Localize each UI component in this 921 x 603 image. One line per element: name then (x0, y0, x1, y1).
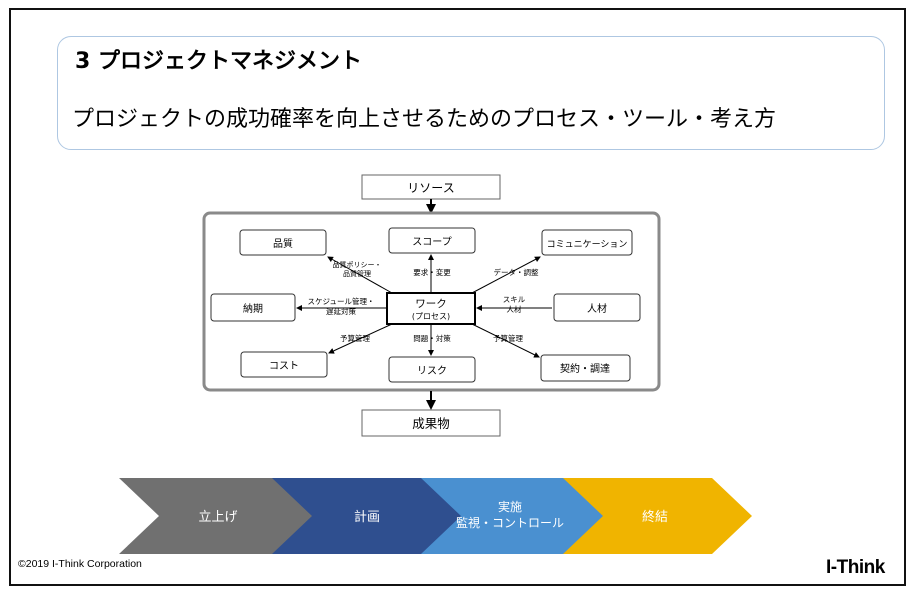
label-cost: 予算管理 (340, 333, 370, 343)
input-resource: リソース (361, 174, 501, 200)
svg-text:納期: 納期 (243, 302, 263, 315)
label-communication: データ・調整 (494, 267, 539, 277)
phase-close-label: 終結 (642, 509, 668, 525)
label-delivery-2: 遅延対策 (326, 306, 356, 316)
label-hr-2: 人材 (507, 304, 522, 314)
node-risk: リスク (388, 356, 476, 383)
output-label: 成果物 (412, 416, 450, 431)
node-hr: 人材 (553, 293, 641, 322)
node-scope: スコープ (388, 227, 476, 254)
phase-exec-shape (417, 478, 603, 554)
svg-text:契約・調達: 契約・調達 (560, 362, 610, 375)
connector-arrows (296, 254, 552, 358)
arrow-labels: 品質ポリシー・ 品質管理 要求・変更 データ・調整 スケジュール管理・ 遅延対策… (308, 260, 539, 343)
phase-exec-label-2: 監視・コントロール (456, 515, 564, 530)
svg-text:コスト: コスト (269, 361, 299, 372)
arrow-communication (471, 256, 541, 294)
svg-text:リスク: リスク (417, 365, 447, 377)
svg-text:コミュニケーション: コミュニケーション (547, 239, 628, 250)
label-risk: 問題・対策 (413, 333, 451, 343)
label-hr-1: スキル (503, 295, 526, 304)
svg-text:人材: 人材 (587, 302, 607, 315)
node-procurement: 契約・調達 (540, 354, 631, 382)
input-label: リソース (407, 181, 454, 195)
label-delivery-1: スケジュール管理・ (308, 296, 375, 306)
output-deliverable: 成果物 (361, 409, 501, 437)
center-title: ワーク (415, 298, 447, 310)
svg-text:スコープ: スコープ (412, 236, 451, 248)
label-quality-1: 品質ポリシー・ (333, 260, 382, 269)
phase-close-shape (559, 478, 752, 554)
slide-title: 3 プロジェクトマネジメント (75, 49, 362, 74)
node-delivery: 納期 (210, 293, 296, 322)
node-cost: コスト (240, 351, 328, 378)
label-quality-2: 品質管理 (343, 269, 371, 278)
copyright-text: ©2019 I-Think Corporation (18, 558, 142, 570)
phase-plan-shape (268, 478, 461, 554)
arrow-cost (328, 323, 393, 354)
phase-launch-shape (119, 478, 312, 554)
label-scope: 要求・変更 (413, 267, 451, 277)
center-work: ワーク (プロセス) (386, 292, 476, 325)
phase-chevrons: 立上げ 計画 実施 監視・コントロール 終結 (119, 478, 752, 554)
slide-subtitle: プロジェクトの成功確率を向上させるためのプロセス・ツール・考え方 (72, 107, 777, 132)
company-logo: I-Think (826, 557, 885, 578)
svg-text:品質: 品質 (273, 237, 293, 250)
title-box (57, 36, 885, 150)
node-quality: 品質 (239, 229, 327, 256)
node-communication: コミュニケーション (541, 229, 633, 256)
arrow-quality (327, 256, 393, 294)
phase-plan-label: 計画 (354, 509, 380, 525)
phase-launch-label: 立上げ (198, 510, 237, 525)
arrow-procurement (471, 323, 540, 358)
center-sub: (プロセス) (412, 312, 450, 321)
label-procurement: 予算管理 (493, 333, 523, 343)
phase-exec-label-1: 実施 (498, 499, 522, 514)
